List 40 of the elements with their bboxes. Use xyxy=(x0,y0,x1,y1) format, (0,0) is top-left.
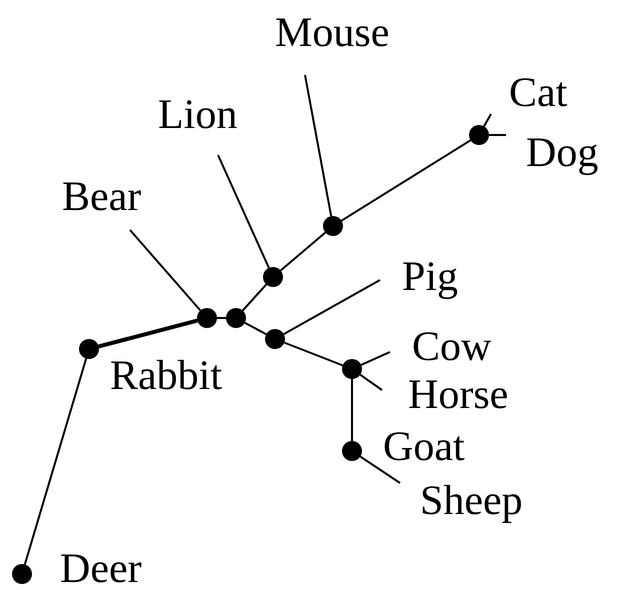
species-label: Sheep xyxy=(400,476,546,522)
branch-node-dot xyxy=(265,329,285,349)
species-label: Deer xyxy=(60,548,142,590)
species-label: Goat xyxy=(383,426,465,468)
branch-node-dot xyxy=(263,267,283,287)
branch-line xyxy=(304,74,332,216)
branch-line xyxy=(24,358,88,565)
branch-line xyxy=(217,317,226,319)
branch-line xyxy=(351,379,353,441)
branch-node-dot xyxy=(342,441,362,461)
species-label: Cow xyxy=(390,322,510,368)
branch-node-dot xyxy=(323,216,343,236)
species-label: Rabbit xyxy=(110,355,222,397)
branch-line xyxy=(284,342,344,366)
species-label: Pig xyxy=(380,252,472,298)
species-label: Horse xyxy=(382,370,534,416)
branch-node-dot xyxy=(79,339,99,359)
branch-line xyxy=(244,322,267,336)
branch-node-dot xyxy=(12,564,32,584)
branch-line xyxy=(283,279,380,335)
branch-line xyxy=(360,374,383,391)
branch-line xyxy=(242,284,268,312)
branch-node-dot xyxy=(226,308,246,328)
branch-line xyxy=(98,318,198,348)
branch-line xyxy=(129,229,202,312)
branch-line xyxy=(280,232,326,272)
branch-node-dot xyxy=(342,359,362,379)
species-label: Mouse xyxy=(275,8,415,75)
species-label: Lion xyxy=(158,90,258,155)
branch-node-dot xyxy=(197,308,217,328)
branch-line xyxy=(360,456,401,484)
branch-node-dot xyxy=(469,125,489,145)
species-label: Dog xyxy=(506,128,616,174)
branch-line xyxy=(340,139,472,222)
branch-line xyxy=(360,351,390,366)
species-label: Cat xyxy=(488,68,584,114)
species-label: Bear xyxy=(62,172,162,230)
branch-line xyxy=(217,154,270,268)
branch-line xyxy=(489,134,506,136)
branch-line xyxy=(483,114,492,127)
